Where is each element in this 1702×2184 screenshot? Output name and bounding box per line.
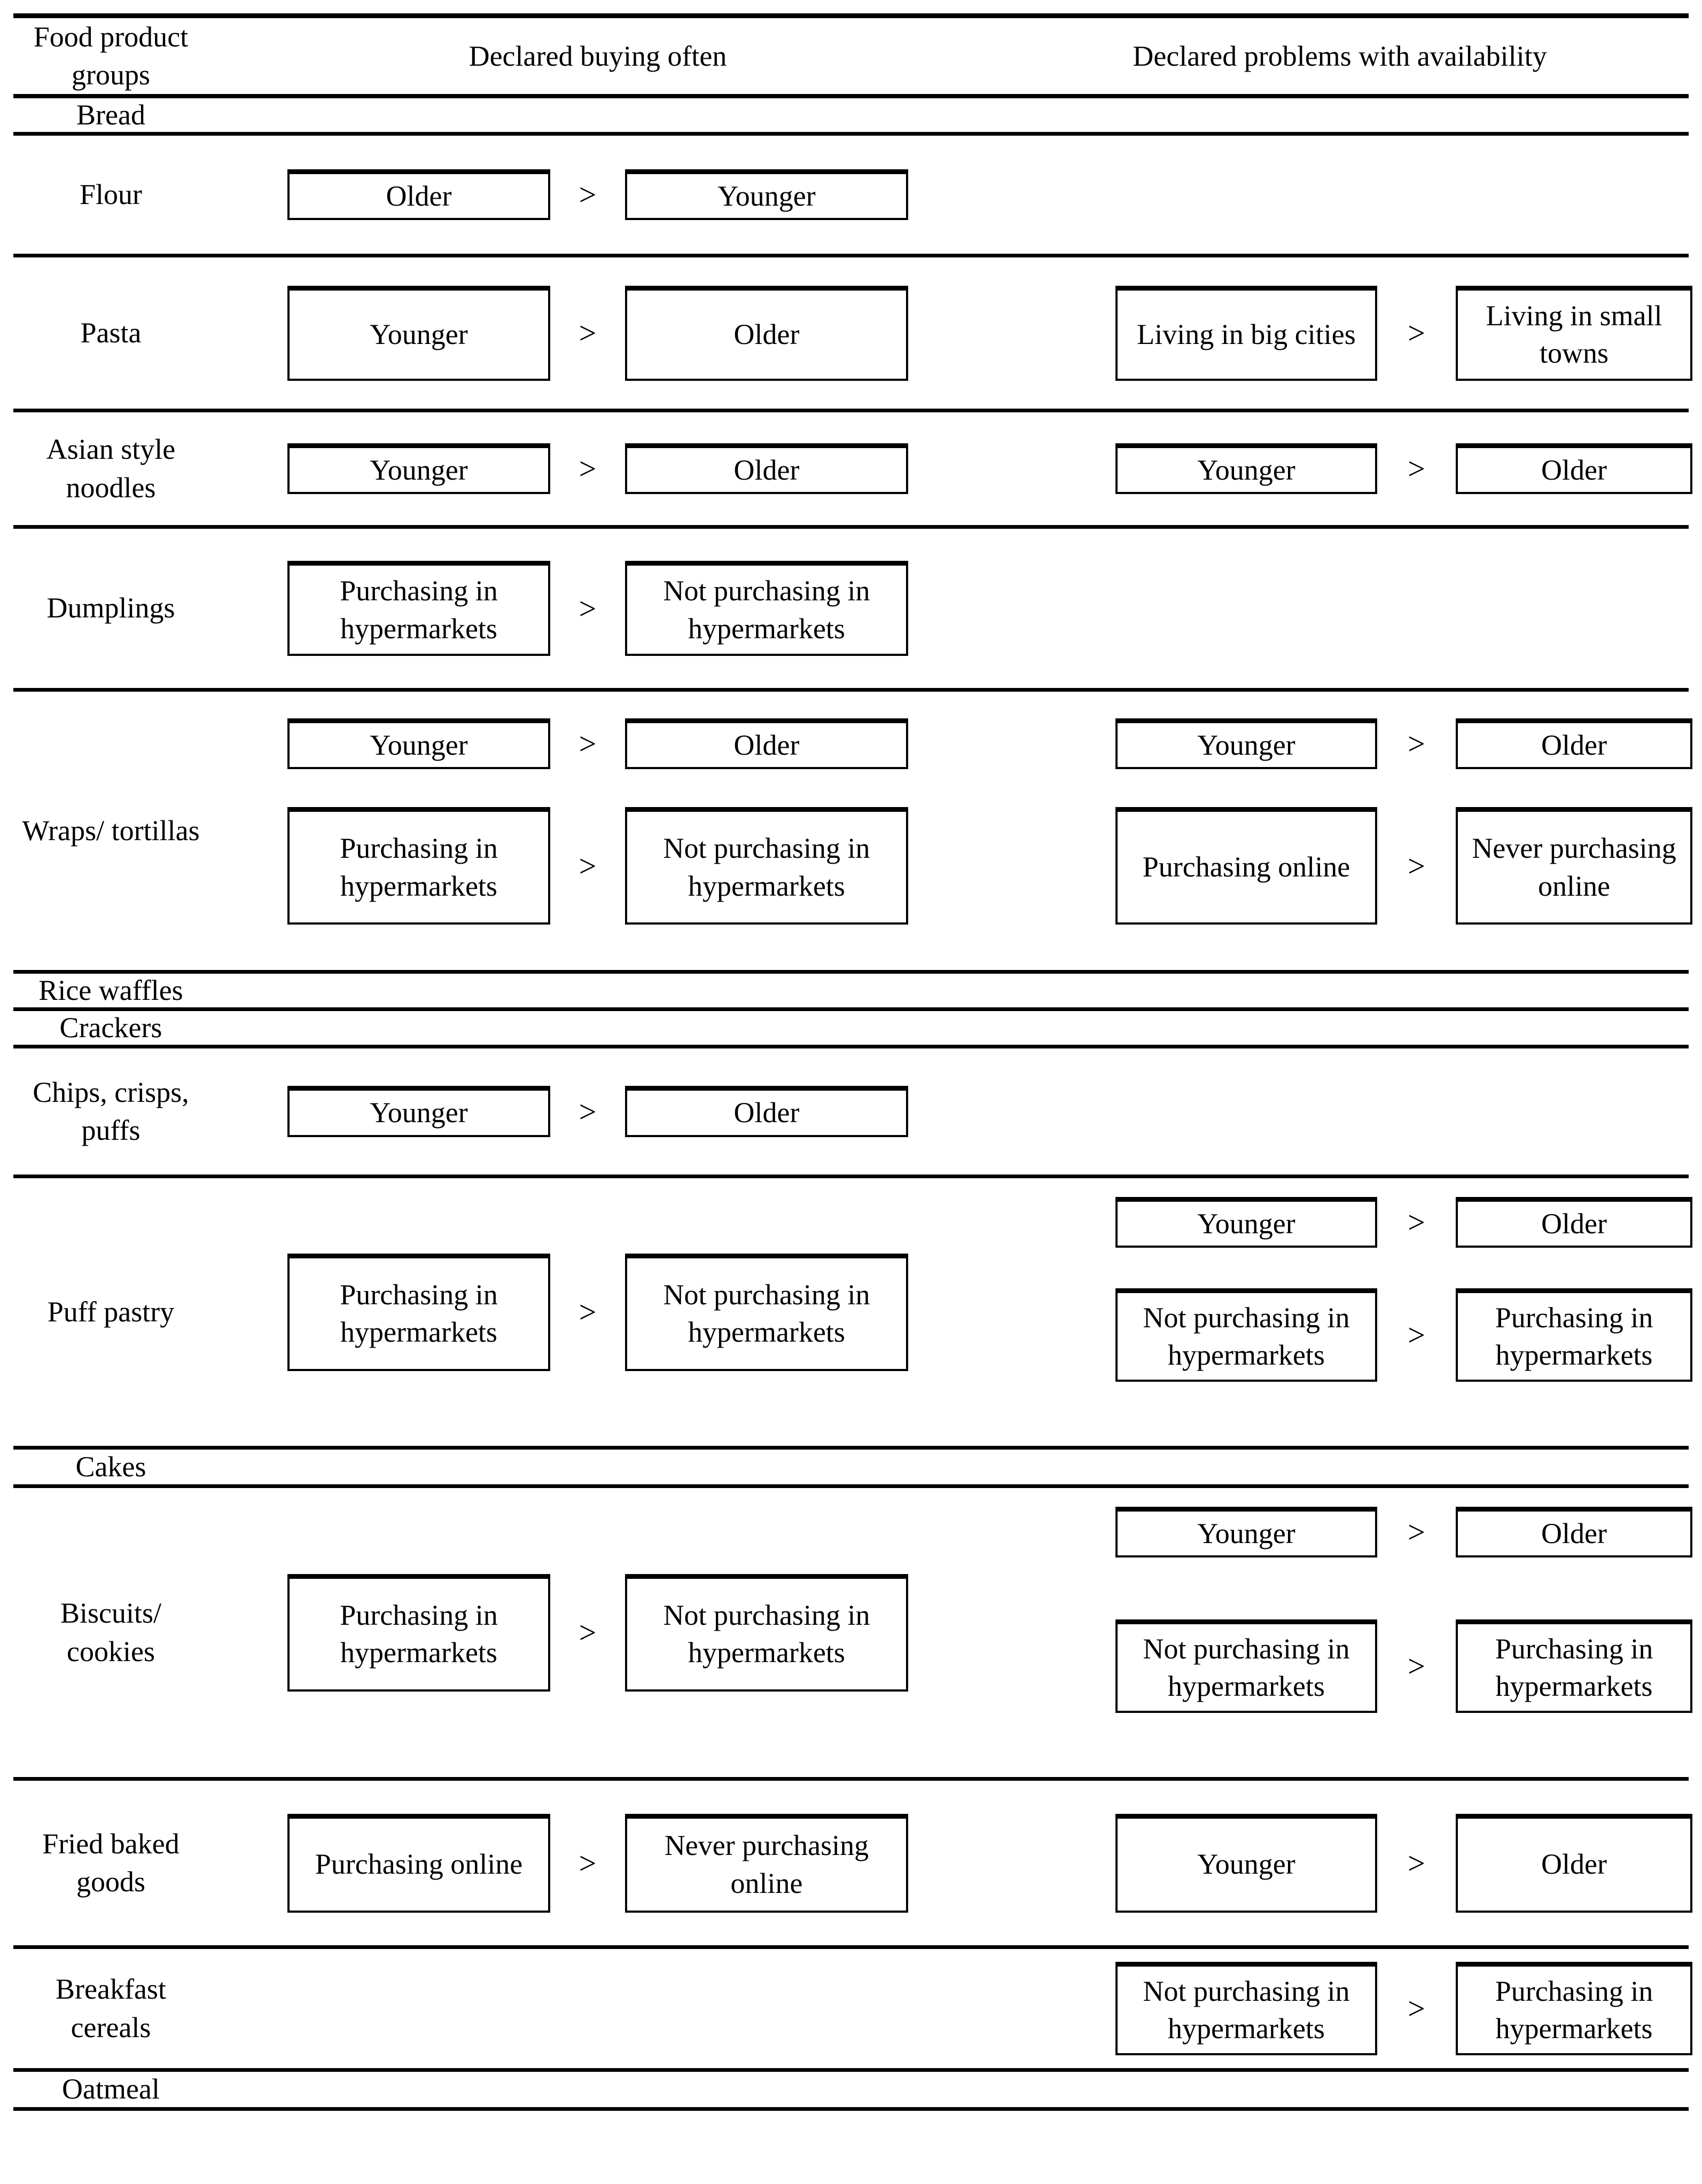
comparison-box-left: Purchasing in hypermarkets [287, 807, 550, 925]
greater-than-symbol: > [579, 316, 597, 350]
comparison-box-right: Older [1456, 718, 1692, 770]
comparison-box-right: Living in small towns [1456, 285, 1692, 381]
table-row: Breakfast cereals Not purchasing in hype… [13, 1949, 1692, 2072]
comparison-box-right: Never purchasing online [1456, 807, 1692, 925]
comparison-box-right: Not purchasing in hypermarkets [625, 561, 908, 656]
comparison-box-right: Not purchasing in hypermarkets [625, 1574, 908, 1692]
food-group-label: Wraps/ tortillas [22, 814, 200, 847]
food-group-label: Breakfast cereals [56, 1973, 166, 2044]
greater-than-symbol: > [579, 1615, 597, 1650]
greater-than-symbol: > [1408, 848, 1425, 883]
food-group-label: Cakes [75, 1450, 146, 1483]
food-group-label: Dumplings [46, 592, 175, 624]
greater-than-symbol: > [579, 848, 597, 883]
comparison-box-right: Younger [625, 169, 908, 221]
table-row: Dumplings Purchasing in hypermarkets > N… [13, 529, 1689, 692]
comparison-box-left: Younger [1115, 718, 1377, 770]
comparison-box-right: Purchasing in hypermarkets [1456, 1619, 1692, 1713]
comparison-box-right: Older [625, 285, 908, 381]
comparison-box-left: Younger [287, 443, 550, 495]
greater-than-symbol: > [579, 1845, 597, 1881]
food-group-label: Asian style noodles [46, 433, 176, 504]
comparison-box-right: Not purchasing in hypermarkets [625, 807, 908, 925]
comparison-box-left: Younger [287, 285, 550, 381]
comparison-box-left: Younger [1115, 1197, 1377, 1248]
comparison-box-left: Purchasing in hypermarkets [287, 1574, 550, 1692]
greater-than-symbol: > [1408, 1205, 1425, 1240]
comparison-box-left: Purchasing online [1115, 807, 1377, 925]
greater-than-symbol: > [579, 451, 597, 486]
table-row: Wraps/ tortillas Younger > Older Purchas… [13, 692, 1692, 974]
comparison-box-right: Older [625, 718, 908, 770]
comparison-table: Food product groups Declared buying ofte… [13, 13, 1692, 2111]
comparison-box-right: Purchasing in hypermarkets [1456, 1288, 1692, 1382]
food-group-label: Biscuits/ cookies [60, 1597, 162, 1668]
food-group-label: Puff pastry [47, 1295, 175, 1328]
header-food-product-groups: Food product groups [33, 20, 189, 91]
table-row: Bread [13, 98, 1689, 136]
food-group-label: Rice waffles [38, 974, 183, 1006]
comparison-box-right: Older [625, 1086, 908, 1137]
table-row: Chips, crisps, puffs Younger > Older [13, 1048, 1689, 1178]
greater-than-symbol: > [1408, 451, 1425, 486]
greater-than-symbol: > [579, 591, 597, 626]
header-declared-buying-often: Declared buying often [469, 40, 727, 72]
comparison-box-right: Older [1456, 1507, 1692, 1558]
comparison-box-right: Older [1456, 443, 1692, 495]
table-row: Rice waffles [13, 974, 1689, 1011]
food-group-label: Crackers [59, 1011, 162, 1044]
table-row: Flour Older > Younger [13, 136, 1689, 257]
comparison-box-left: Not purchasing in hypermarkets [1115, 1962, 1377, 2055]
comparison-box-left: Not purchasing in hypermarkets [1115, 1619, 1377, 1713]
table-row: Crackers [13, 1011, 1689, 1048]
comparison-box-right: Older [1456, 1197, 1692, 1248]
food-group-label: Fried baked goods [42, 1827, 179, 1898]
greater-than-symbol: > [1408, 1991, 1425, 2026]
greater-than-symbol: > [1408, 1649, 1425, 1684]
comparison-box-right: Never purchasing online [625, 1813, 908, 1913]
greater-than-symbol: > [579, 1295, 597, 1329]
table-header-row: Food product groups Declared buying ofte… [13, 18, 1689, 98]
comparison-box-left: Younger [287, 1086, 550, 1137]
comparison-box-right: Older [1456, 1813, 1692, 1913]
comparison-box-left: Younger [287, 718, 550, 770]
greater-than-symbol: > [1408, 316, 1425, 350]
comparison-box-left: Older [287, 169, 550, 221]
table-row: Fried baked goods Purchasing online > Ne… [13, 1781, 1692, 1949]
food-group-label: Flour [79, 178, 143, 210]
comparison-box-left: Not purchasing in hypermarkets [1115, 1288, 1377, 1382]
comparison-box-right: Older [625, 443, 908, 495]
greater-than-symbol: > [579, 1094, 597, 1129]
food-group-label: Pasta [80, 316, 142, 349]
table-row: Biscuits/ cookies Purchasing in hypermar… [13, 1488, 1692, 1781]
comparison-box-left: Younger [1115, 443, 1377, 495]
greater-than-symbol: > [1408, 726, 1425, 762]
comparison-box-left: Purchasing in hypermarkets [287, 561, 550, 656]
comparison-box-right: Purchasing in hypermarkets [1456, 1962, 1692, 2055]
greater-than-symbol: > [1408, 1318, 1425, 1352]
greater-than-symbol: > [579, 177, 597, 212]
food-group-label: Chips, crisps, puffs [33, 1076, 189, 1146]
greater-than-symbol: > [579, 726, 597, 762]
comparison-box-left: Purchasing online [287, 1813, 550, 1913]
comparison-box-right: Not purchasing in hypermarkets [625, 1253, 908, 1371]
greater-than-symbol: > [1408, 1515, 1425, 1550]
table-row: Puff pastry Purchasing in hypermarkets >… [13, 1178, 1692, 1450]
greater-than-symbol: > [1408, 1845, 1425, 1881]
table-row: Asian style noodles Younger > Older Youn… [13, 412, 1692, 529]
comparison-box-left: Younger [1115, 1507, 1377, 1558]
comparison-box-left: Younger [1115, 1813, 1377, 1913]
table-row: Pasta Younger > Older Living in big citi… [13, 257, 1692, 412]
food-group-label: Bread [76, 98, 145, 131]
comparison-box-left: Purchasing in hypermarkets [287, 1253, 550, 1371]
header-declared-problems-availability: Declared problems with availability [1133, 40, 1547, 72]
table-row: Cakes [13, 1450, 1689, 1488]
table-row: Oatmeal [13, 2072, 1689, 2111]
food-group-label: Oatmeal [62, 2073, 160, 2105]
comparison-box-left: Living in big cities [1115, 285, 1377, 381]
